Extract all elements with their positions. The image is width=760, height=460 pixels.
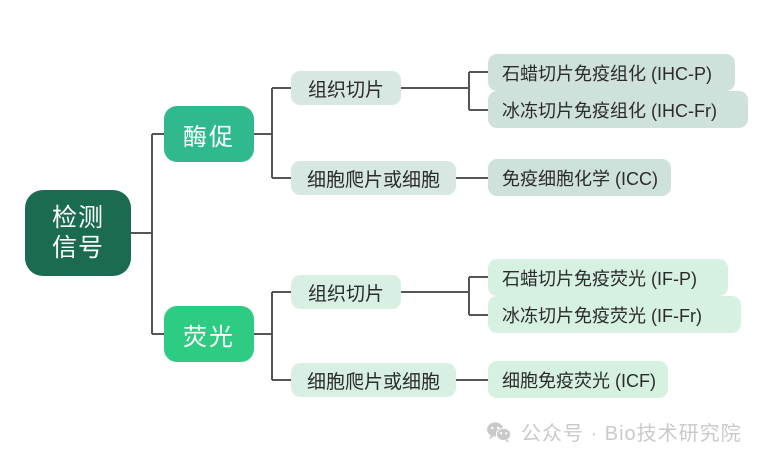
node-enzymatic-cell-slide[interactable]: 细胞爬片或细胞	[291, 161, 456, 195]
node-leaf-ihc-fr[interactable]: 冰冻切片免疫组化 (IHC-Fr)	[488, 91, 748, 128]
node-root-line2: 信号	[51, 234, 104, 262]
node-root-line1: 检测	[51, 203, 104, 232]
node-branch-fluorescence[interactable]: 荧光	[164, 306, 254, 362]
node-leaf-if-p-label: 石蜡切片免疫荧光 (IF-P)	[502, 268, 697, 289]
node-leaf-ihc-p[interactable]: 石蜡切片免疫组化 (IHC-P)	[488, 54, 735, 91]
node-enzymatic-tissue-section-label: 组织切片	[307, 79, 384, 101]
node-leaf-if-fr[interactable]: 冰冻切片免疫荧光 (IF-Fr)	[488, 296, 741, 333]
node-enzymatic-cell-slide-label: 细胞爬片或细胞	[306, 169, 440, 191]
node-fluorescence-tissue-section-label: 组织切片	[307, 283, 384, 305]
node-branch-enzymatic[interactable]: 酶促	[164, 106, 254, 162]
node-leaf-ihc-fr-label: 冰冻切片免疫组化 (IHC-Fr)	[502, 100, 717, 121]
node-leaf-if-fr-label: 冰冻切片免疫荧光 (IF-Fr)	[502, 305, 702, 326]
watermark-text: 公众号 · Bio技术研究院	[521, 423, 742, 445]
node-leaf-if-p[interactable]: 石蜡切片免疫荧光 (IF-P)	[488, 259, 728, 296]
node-leaf-icf[interactable]: 细胞免疫荧光 (ICF)	[488, 361, 668, 398]
node-fluorescence-tissue-section[interactable]: 组织切片	[291, 275, 401, 309]
wechat-icon	[486, 421, 512, 443]
node-leaf-icc-label: 免疫细胞化学 (ICC)	[502, 168, 658, 189]
node-leaf-icc[interactable]: 免疫细胞化学 (ICC)	[488, 159, 671, 196]
node-leaf-icf-label: 细胞免疫荧光 (ICF)	[502, 370, 656, 391]
node-enzymatic-tissue-section[interactable]: 组织切片	[291, 71, 401, 105]
node-fluorescence-cell-slide-label: 细胞爬片或细胞	[306, 371, 440, 393]
node-root-detection-signal[interactable]: 检测 信号	[25, 190, 131, 276]
watermark: 公众号 · Bio技术研究院	[486, 417, 742, 446]
node-fluorescence-cell-slide[interactable]: 细胞爬片或细胞	[291, 363, 456, 397]
node-branch-fluorescence-label: 荧光	[183, 323, 235, 351]
node-branch-enzymatic-label: 酶促	[183, 123, 235, 151]
node-leaf-ihc-p-label: 石蜡切片免疫组化 (IHC-P)	[502, 63, 712, 84]
